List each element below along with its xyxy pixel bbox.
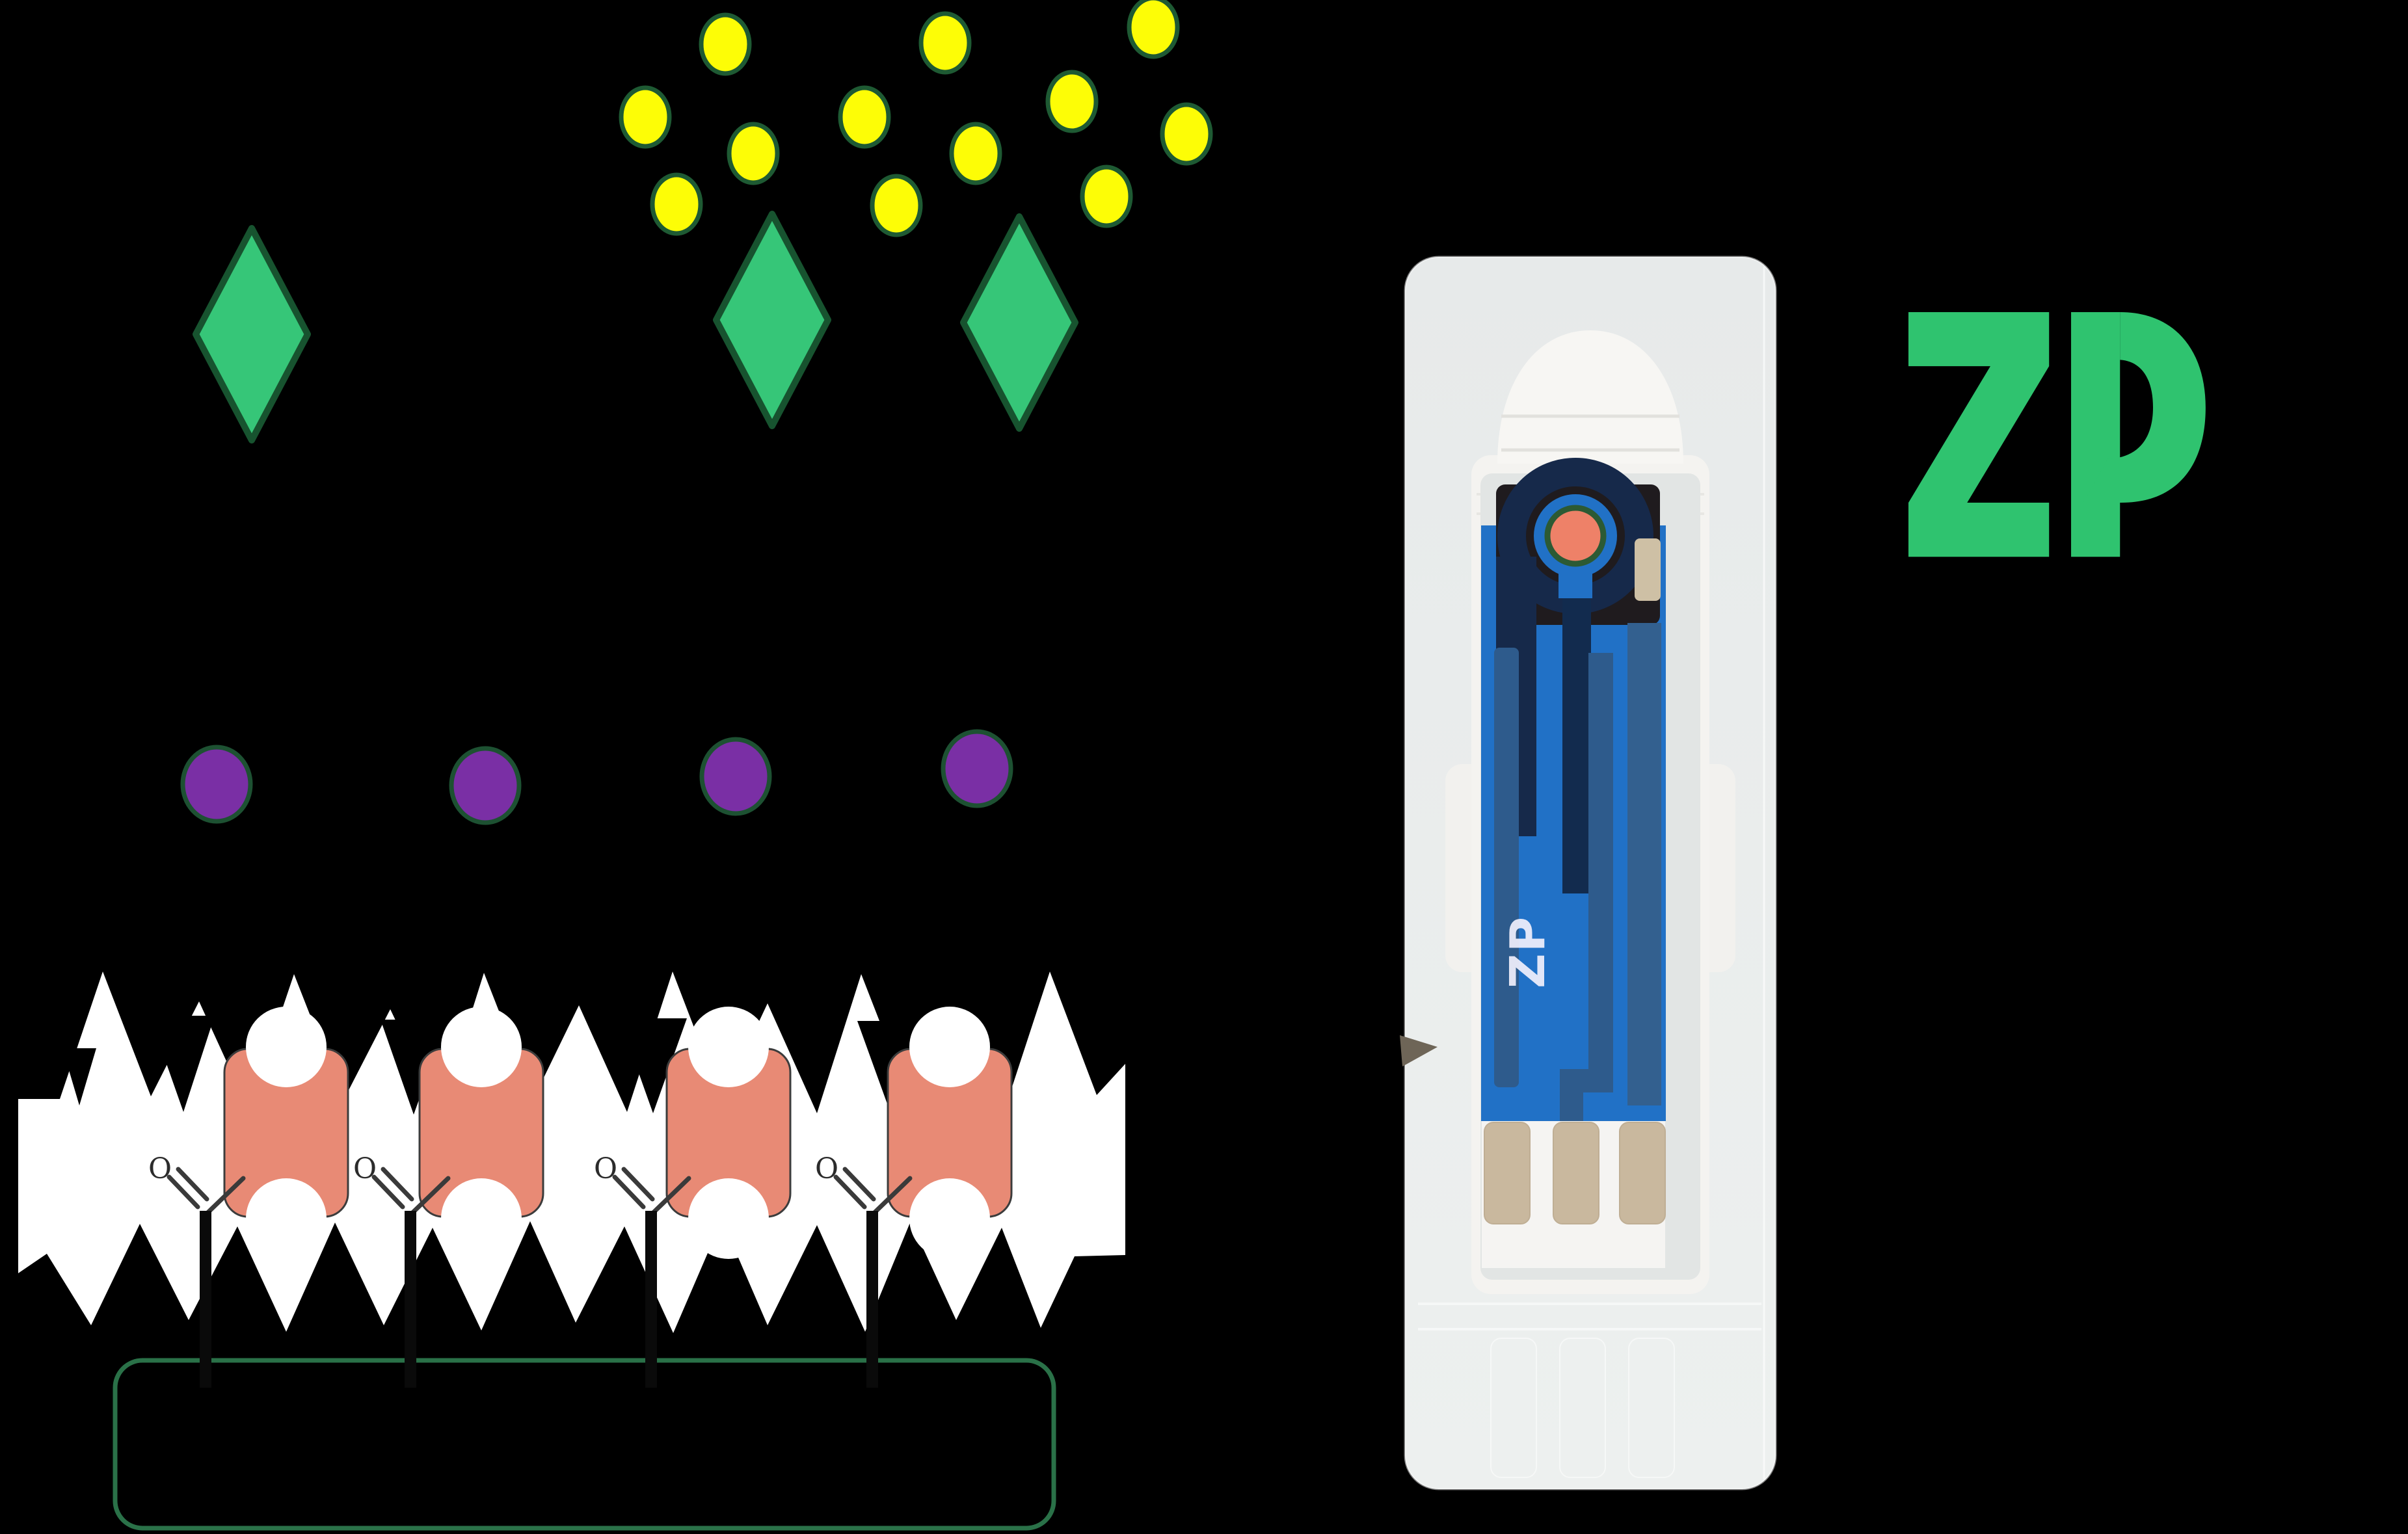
mediator-dot	[941, 729, 1013, 808]
enzyme-notch-top	[909, 1007, 990, 1087]
analyte-molecule	[1127, 0, 1180, 59]
enzyme-protein	[418, 1007, 544, 1259]
electrode-box	[113, 1358, 1056, 1531]
analyte-molecule	[1045, 70, 1099, 133]
covalent-linker: O	[353, 1152, 451, 1217]
analyte-molecule	[619, 85, 672, 149]
contact-pad	[1553, 1122, 1599, 1224]
carbonyl-double-bond	[381, 1167, 414, 1202]
oxygen-label: O	[148, 1152, 172, 1185]
ghost-pad-emboss	[1490, 1338, 1537, 1478]
mediator-dot	[180, 745, 253, 824]
analyte-molecule	[838, 85, 891, 149]
enzyme-notch-bottom	[688, 1178, 769, 1259]
mediator-dot	[699, 737, 772, 816]
logo-letter-z	[1908, 312, 2050, 557]
analyte-molecule	[949, 122, 1002, 185]
tray-dome	[1497, 330, 1683, 464]
right-track	[1627, 623, 1661, 1105]
ghost-pad-emboss	[1559, 1338, 1606, 1478]
carbonyl-double-bond	[176, 1167, 209, 1202]
strip-print-text: ZP	[1500, 916, 1556, 988]
contact-pad	[1484, 1122, 1531, 1224]
ghost-pad-emboss	[1628, 1338, 1675, 1478]
linker-stem	[200, 1211, 211, 1388]
analyte-molecule	[918, 11, 972, 75]
enzyme-bond	[649, 1176, 691, 1217]
reference-track-foot	[1560, 1069, 1613, 1092]
reference-track	[1588, 653, 1613, 1069]
matrix-gap-wedge	[381, 1020, 448, 1115]
carbonyl-double-bond	[842, 1167, 876, 1202]
enzyme-bond	[408, 1176, 451, 1217]
enzyme-bond	[203, 1176, 246, 1217]
carbonyl-double-bond	[371, 1174, 405, 1210]
enzyme-protein	[223, 1007, 349, 1259]
analyte-molecule	[699, 12, 752, 76]
oxygen-label: O	[815, 1152, 838, 1185]
product-diamond	[713, 211, 831, 429]
enzyme-notch-top	[441, 1007, 522, 1087]
covalent-linker: O	[815, 1152, 913, 1217]
carbonyl-double-bond	[621, 1167, 655, 1202]
working-track	[1562, 593, 1591, 893]
covalent-linker: O	[594, 1152, 691, 1217]
enzyme-notch-top	[688, 1007, 769, 1087]
counter-track	[1494, 648, 1519, 1087]
logo-letter-p-stem	[2071, 312, 2120, 557]
analyte-molecule	[1160, 102, 1213, 166]
carbonyl-double-bond	[833, 1174, 867, 1210]
reference-track-tail	[1560, 1092, 1583, 1121]
logo-letter-p-bowl	[2083, 312, 2206, 503]
matrix-gap-wedge	[150, 1016, 215, 1112]
enzyme-notch-bottom	[441, 1178, 522, 1259]
product-diamond	[960, 213, 1078, 432]
analyte-molecule	[1080, 165, 1133, 228]
linker-stem	[405, 1211, 416, 1388]
sensor-product-photo	[1400, 256, 1777, 1490]
foil-corner-wedge	[1400, 1035, 1438, 1066]
contact-pad	[1619, 1122, 1666, 1224]
working-electrode-dot	[1544, 505, 1607, 567]
covalent-linker: O	[148, 1152, 246, 1217]
enzyme-notch-bottom	[909, 1178, 990, 1259]
reference-pad-small	[1635, 538, 1661, 601]
product-diamond	[193, 225, 311, 443]
analyte-molecule	[870, 174, 923, 237]
carbonyl-double-bond	[167, 1174, 200, 1210]
matrix-gap-wedge	[62, 1048, 96, 1105]
zp-logo	[1908, 312, 2206, 557]
mediator-dot	[449, 746, 522, 825]
enzyme-notch-bottom	[246, 1178, 327, 1259]
oxygen-label: O	[594, 1152, 617, 1185]
enzyme-protein	[665, 1007, 792, 1259]
oxygen-label: O	[353, 1152, 377, 1185]
linker-stem	[645, 1211, 657, 1388]
zp-logo-letters	[1908, 312, 2206, 557]
enzyme-bond	[870, 1176, 913, 1217]
carbonyl-double-bond	[612, 1174, 646, 1210]
analyte-molecule	[650, 172, 703, 236]
matrix-gap-wedge	[619, 1018, 687, 1113]
linker-stem	[866, 1211, 878, 1388]
analyte-molecule	[727, 122, 780, 185]
enzyme-notch-top	[246, 1007, 327, 1087]
enzyme-protein	[887, 1007, 1013, 1259]
